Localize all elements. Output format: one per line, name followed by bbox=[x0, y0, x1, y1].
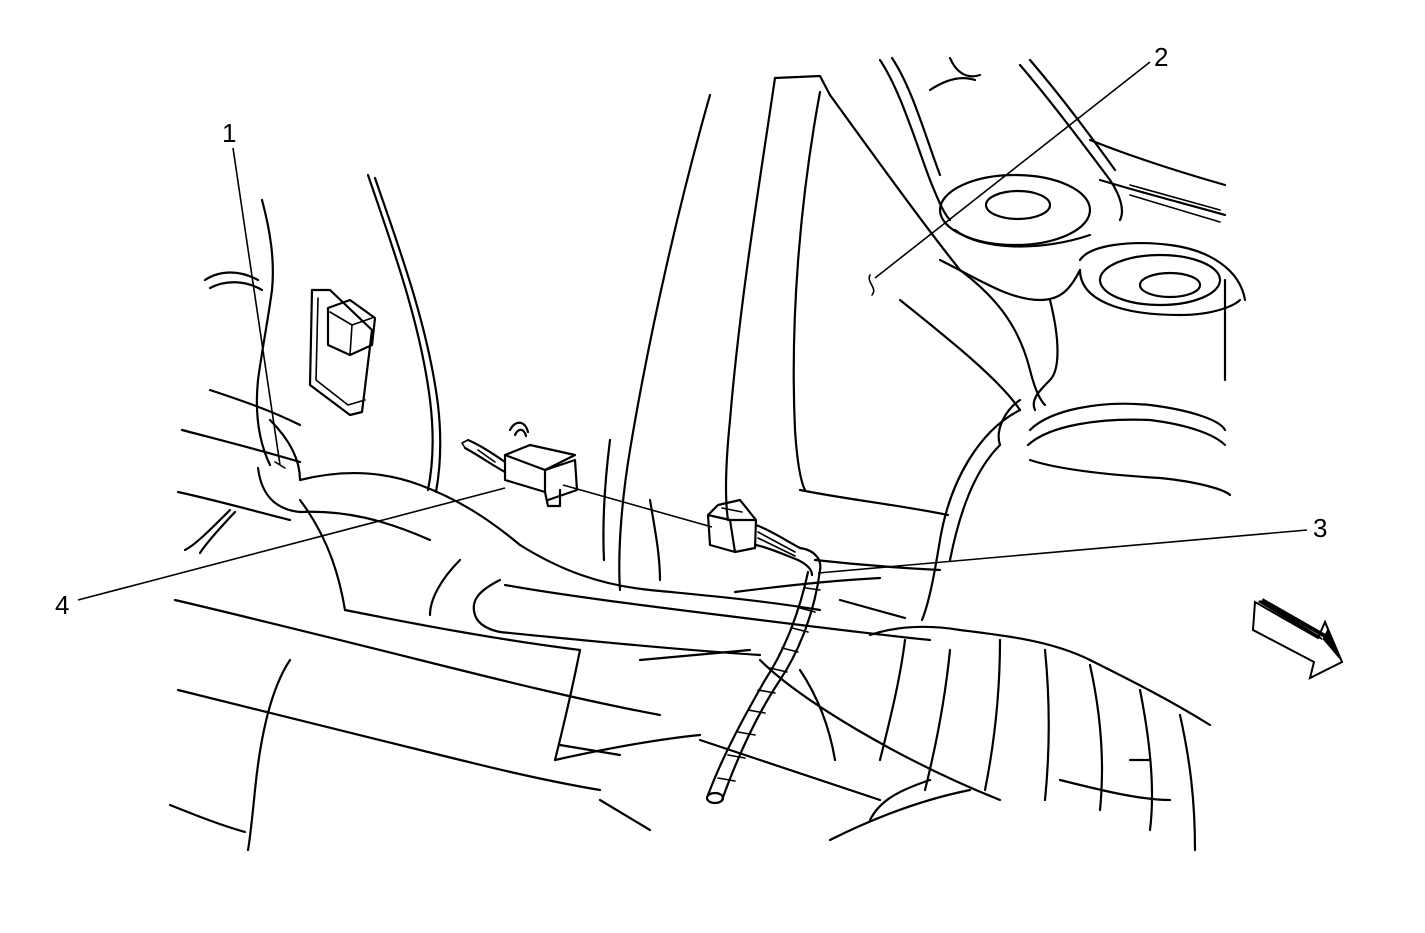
front-direction-arrow-icon bbox=[1251, 598, 1344, 680]
right-trunk-area bbox=[878, 56, 1247, 622]
wiring-harness bbox=[705, 568, 822, 805]
load-floor bbox=[168, 418, 932, 852]
callout-3: 3 bbox=[1313, 513, 1327, 543]
connector-link-line bbox=[562, 484, 713, 528]
leader-line-1 bbox=[232, 147, 281, 466]
left-quarter-panel bbox=[176, 173, 442, 522]
callout-2: 2 bbox=[1154, 42, 1168, 72]
callout-4: 4 bbox=[55, 590, 69, 620]
callout-leaders bbox=[77, 61, 1308, 601]
leader-line-4 bbox=[77, 487, 506, 601]
leader-line-3 bbox=[817, 529, 1308, 574]
pointer-2 bbox=[868, 274, 875, 296]
connector-component-4 bbox=[461, 421, 579, 508]
leader-line-2 bbox=[874, 61, 1151, 279]
right-rear-floor bbox=[698, 488, 1212, 852]
connector-component-3 bbox=[706, 498, 822, 577]
callout-1: 1 bbox=[222, 118, 236, 148]
pointer-1 bbox=[274, 461, 286, 469]
center-pillar bbox=[602, 74, 962, 592]
left-panel-module bbox=[308, 288, 377, 417]
